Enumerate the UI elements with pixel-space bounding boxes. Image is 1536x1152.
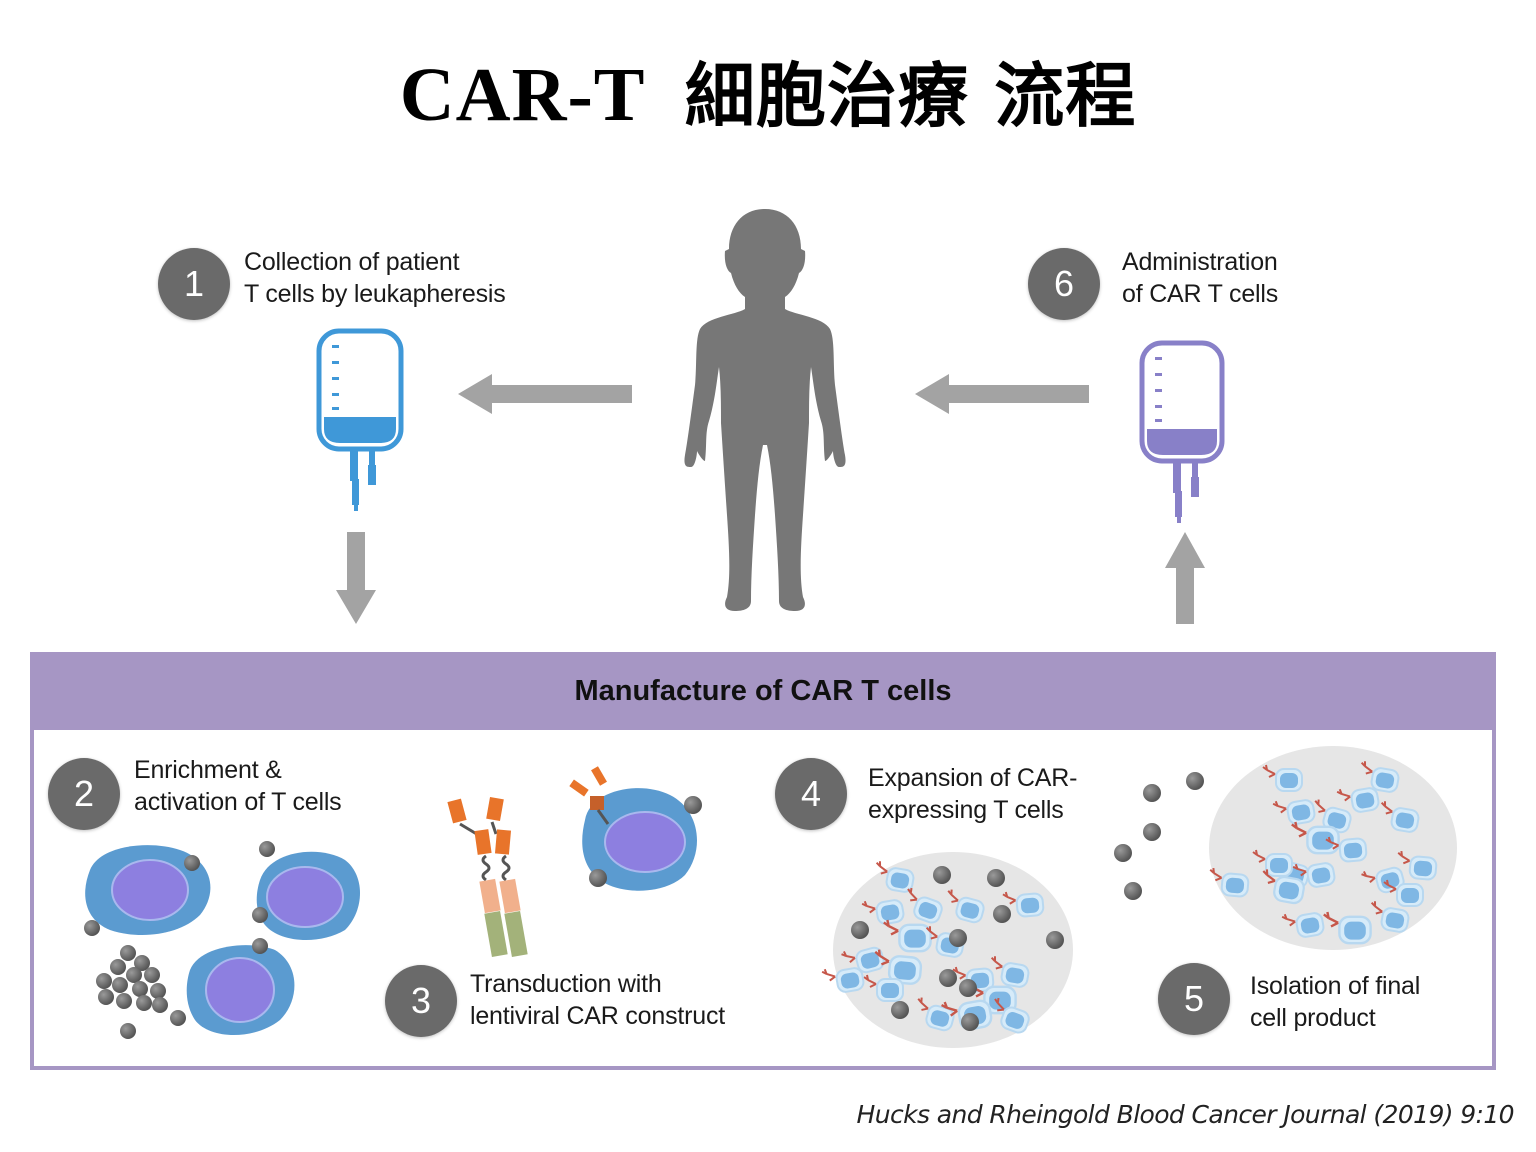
car-t-cell-icon <box>1323 911 1372 945</box>
car-construct-illustration <box>447 766 702 958</box>
car-t-cell-icon <box>1383 879 1424 907</box>
car-t-cell-icon <box>1002 891 1045 918</box>
step-5-line1: Isolation of final <box>1250 972 1421 1000</box>
step-4-label: Expansion of CAR- expressing T cells <box>868 762 1077 826</box>
step-6-line2: of CAR T cells <box>1122 280 1279 308</box>
car-t-cell-icon <box>1281 912 1325 938</box>
car-t-cell-icon <box>1252 849 1293 877</box>
t-cell-icon <box>85 845 211 935</box>
title-latin: CAR-T <box>399 53 646 137</box>
step-2-line1: Enrichment & <box>134 756 282 784</box>
step-5-label: Isolation of final cell product <box>1250 970 1420 1034</box>
manufacture-header: Manufacture of CAR T cells <box>30 652 1496 730</box>
step-2-badge: 2 <box>48 758 120 830</box>
car-t-cell-icon <box>1361 866 1405 894</box>
step-4-line2: expressing T cells <box>868 796 1064 824</box>
step-6-label: Administration of CAR T cells <box>1122 246 1278 310</box>
patient-silhouette-icon <box>684 209 846 611</box>
step-2-number: 2 <box>73 773 95 814</box>
step-1-number: 1 <box>183 263 205 304</box>
car-t-cell-icon <box>990 956 1030 988</box>
bead-icon <box>993 905 1011 923</box>
car-t-cell-icon <box>1209 867 1250 898</box>
step-5-badge: 5 <box>1158 963 1230 1035</box>
step-6-number: 6 <box>1053 263 1075 304</box>
car-t-cell-icon <box>947 889 985 924</box>
step-4-badge: 4 <box>775 758 847 830</box>
bead-icon <box>939 969 957 987</box>
title-cjk: 細胞治療 流程 <box>684 54 1137 137</box>
car-t-cell-icon <box>875 861 915 893</box>
bead-icon <box>961 1013 979 1031</box>
step-3-line2: lentiviral CAR construct <box>470 1002 726 1030</box>
step-1-label: Collection of patient T cells by leukaph… <box>244 246 506 310</box>
step-3-badge: 3 <box>385 965 457 1037</box>
removed-beads-illustration <box>1114 772 1204 900</box>
step-6-line1: Administration <box>1122 248 1278 276</box>
car-t-cell-icon <box>1360 761 1400 793</box>
car-t-cell-icon <box>1272 799 1316 825</box>
step-4-number: 4 <box>800 773 822 814</box>
car-t-cell-icon <box>863 974 904 1002</box>
car-t-cell-icon <box>1397 850 1438 881</box>
expansion-culture-dish-illustration <box>821 852 1073 1048</box>
step-1-line2: T cells by leukapheresis <box>244 280 506 308</box>
t-cell-icon <box>256 851 360 941</box>
car-t-cell-icon <box>1262 869 1305 905</box>
car-receptor-icon <box>447 796 528 958</box>
car-t-cell-icon <box>1370 901 1410 933</box>
step-5-number: 5 <box>1183 978 1205 1019</box>
manufacture-title: Manufacture of CAR T cells <box>574 674 952 707</box>
car-t-cell-icon <box>841 946 885 974</box>
step-6-badge: 6 <box>1028 248 1100 320</box>
step-1-badge: 1 <box>158 248 230 320</box>
car-t-cell-icon <box>968 981 1017 1015</box>
car-t-cell-icon <box>861 899 905 925</box>
t-cell-icon <box>186 945 295 1035</box>
car-t-cell-icon <box>1325 836 1368 863</box>
arrow-up-icon <box>1165 532 1205 624</box>
arrow-left-icon <box>458 374 632 414</box>
citation: Hucks and Rheingold Blood Cancer Journal… <box>856 1100 1515 1129</box>
bead-icon <box>851 921 869 939</box>
transduced-t-cell-icon <box>569 766 702 891</box>
step-4-line1: Expansion of CAR- <box>868 764 1078 792</box>
step-2-line2: activation of T cells <box>134 788 342 816</box>
page-title: CAR-T 細胞治療 流程 <box>0 40 1536 141</box>
step-3-label: Transduction with lentiviral CAR constru… <box>470 968 725 1032</box>
car-t-cell-icon <box>994 997 1030 1034</box>
car-t-cell-icon <box>1291 821 1340 855</box>
final-product-dish-illustration <box>1209 746 1457 950</box>
collection-iv-bag-icon <box>316 328 404 511</box>
step-2-label: Enrichment & activation of T cells <box>134 754 342 818</box>
administration-iv-bag-icon <box>1139 340 1225 523</box>
car-t-cell-icon <box>883 919 932 953</box>
bead-icon <box>1046 931 1064 949</box>
car-t-cell-icon <box>1380 801 1420 833</box>
arrow-down-icon <box>336 532 376 624</box>
car-t-cell-icon <box>1336 787 1380 813</box>
arrow-left-icon <box>915 374 1089 414</box>
car-t-cell-icon <box>874 949 923 985</box>
bead-cluster-icon <box>84 841 275 1039</box>
step-3-number: 3 <box>410 980 432 1021</box>
bead-icon <box>987 869 1005 887</box>
car-t-cell-icon <box>821 967 865 993</box>
car-t-cell-icon <box>907 887 943 924</box>
t-cells-with-beads-illustration <box>84 841 360 1039</box>
bead-icon <box>959 979 977 997</box>
car-t-cell-icon <box>917 997 955 1032</box>
step-5-line2: cell product <box>1250 1004 1376 1032</box>
bead-icon <box>891 1001 909 1019</box>
bead-icon <box>949 929 967 947</box>
car-t-cell-icon <box>1262 764 1303 792</box>
step-3-line1: Transduction with <box>470 970 662 998</box>
car-t-cell-icon <box>1292 862 1336 888</box>
step-1-line1: Collection of patient <box>244 248 460 276</box>
bead-icon <box>933 866 951 884</box>
